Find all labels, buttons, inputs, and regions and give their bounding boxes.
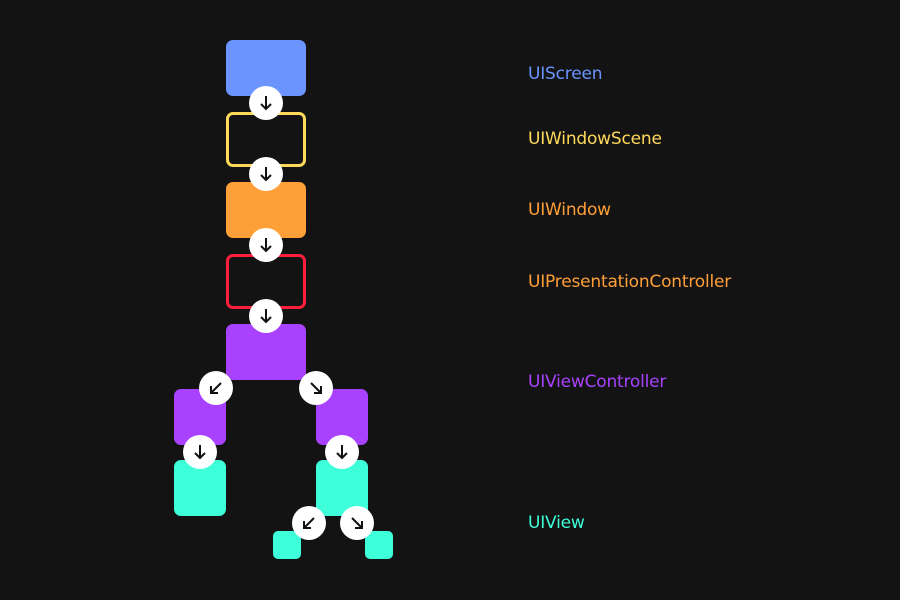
down-left-arrow-icon <box>199 371 233 405</box>
label-uiwindowscene: UIWindowScene <box>528 129 662 149</box>
subview-left-node <box>273 531 301 559</box>
down-right-arrow-icon <box>340 506 374 540</box>
label-uiview: UIView <box>528 513 585 533</box>
down-arrow-icon <box>249 299 283 333</box>
label-uiviewcontroller: UIViewController <box>528 372 667 392</box>
label-uipresentationcontroller: UIPresentationController <box>528 272 732 292</box>
label-uiwindow: UIWindow <box>528 200 611 220</box>
uiviewcontroller-node <box>226 324 306 380</box>
down-arrow-icon <box>183 435 217 469</box>
down-arrow-icon <box>249 157 283 191</box>
uiview-left-node <box>174 460 226 516</box>
subview-right-node <box>365 531 393 559</box>
down-arrow-icon <box>249 86 283 120</box>
down-arrow-icon <box>325 435 359 469</box>
down-arrow-icon <box>249 228 283 262</box>
down-right-arrow-icon <box>299 371 333 405</box>
down-left-arrow-icon <box>292 506 326 540</box>
label-uiscreen: UIScreen <box>528 64 603 84</box>
